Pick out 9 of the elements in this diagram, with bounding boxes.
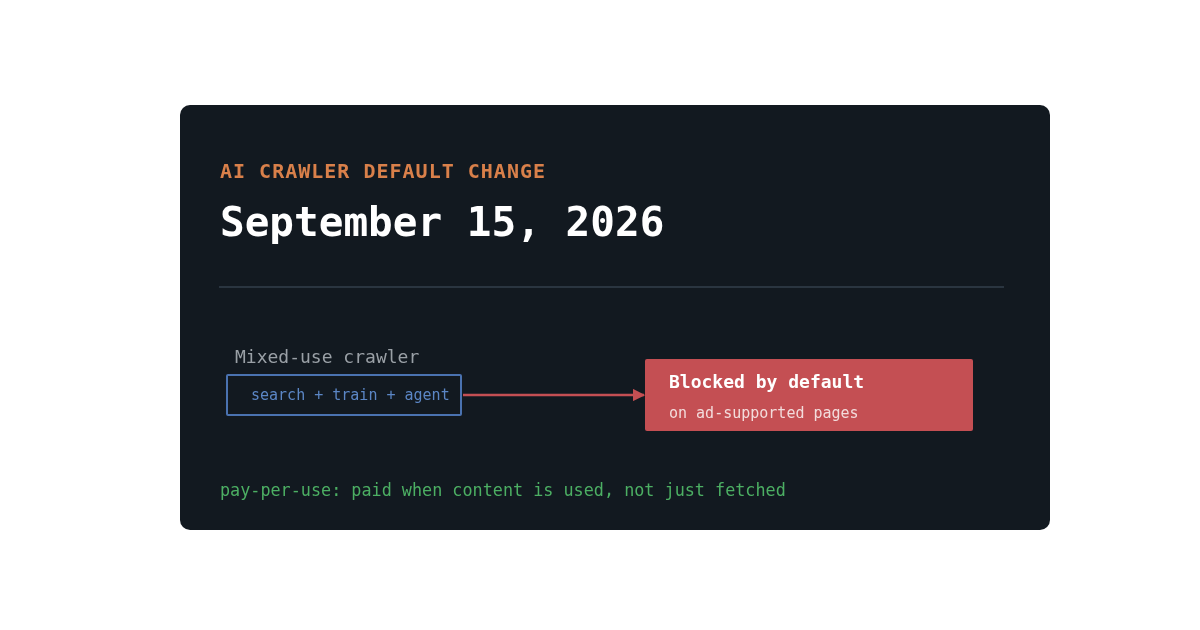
node-text: search + train + agent <box>251 385 450 405</box>
node-text: on ad-supported pages <box>669 403 859 423</box>
blocked-box <box>645 359 973 431</box>
arrow <box>463 388 646 402</box>
kicker-heading: AI CRAWLER DEFAULT CHANGE <box>220 159 547 183</box>
footnote-text: pay-per-use: paid when content is used, not just fetched <box>220 479 786 501</box>
date-heading: September 15, 2026 <box>220 197 665 247</box>
node-heading: Mixed-use crawler <box>235 346 420 368</box>
node-heading: Blocked by default <box>669 371 865 393</box>
